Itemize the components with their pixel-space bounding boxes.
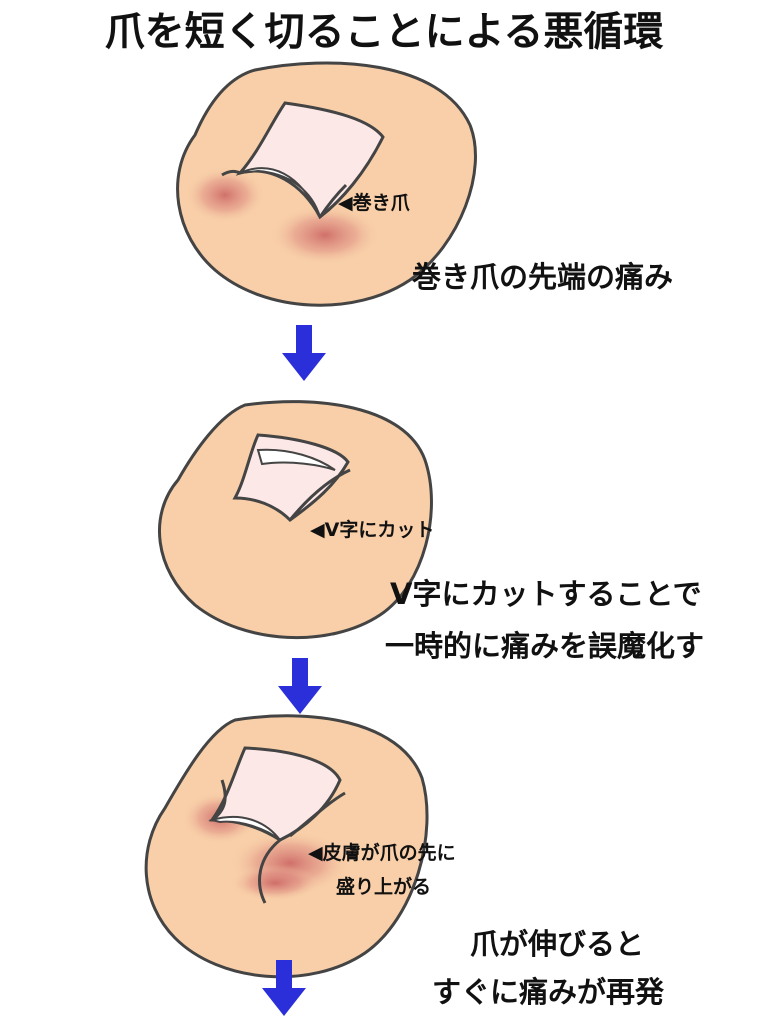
arrow-down-icon [262,960,306,1016]
caption-stage3-line1: 爪が伸びると [470,927,645,961]
skin-bulge [258,791,346,904]
caption-stage2-line1: V字にカットすることで [390,577,702,611]
caption-stage3-line2: すぐに痛みが再発 [432,975,665,1009]
skin-fold-left [221,169,241,177]
pointer-label-vcut: ◀V字にカット [310,519,435,541]
pointer-label-bulge-line1: ◀皮膚が爪の先に [308,842,456,864]
page-title: 爪を短く切ることによる悪循環 [104,9,664,55]
nail-free-edge [256,448,336,471]
toe-illustration-regrowth [144,714,429,979]
pointer-label-bulge-line2: 盛り上がる [336,876,432,898]
caption-stage1-line1: 巻き爪の先端の痛み [412,260,674,294]
skin-fold-left [211,779,227,822]
arrow-down-icon [282,325,326,381]
caption-stage2-line2: 一時的に痛みを誤魔化す [385,629,705,663]
arrow-down-icon [278,658,322,714]
inflammation-right [270,205,380,265]
toe-illustration-vcut [158,400,433,640]
pointer-label-ingrown: ◀巻き爪 [338,192,410,214]
inflammation-left [185,167,265,223]
inflammation-lower [230,865,320,901]
skin-fold-right [318,183,348,218]
toe-illustration-ingrown [176,61,477,307]
skin-fold-right [288,468,351,521]
toe-outline [158,400,433,640]
